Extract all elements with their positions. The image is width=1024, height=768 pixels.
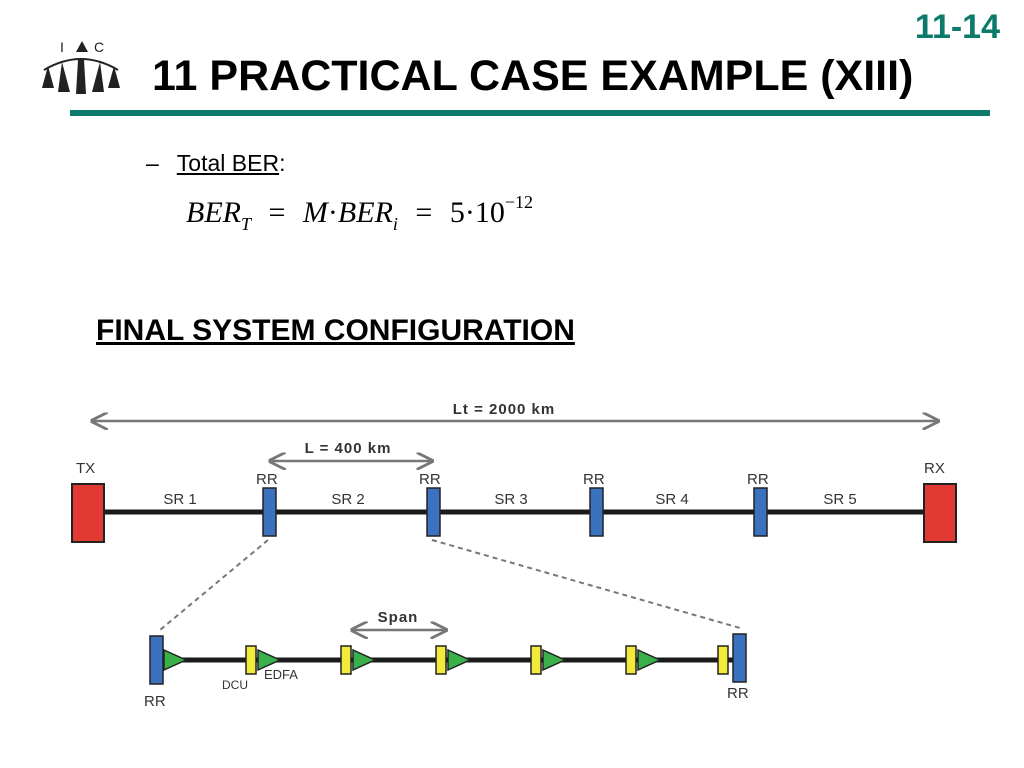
section-length-label: L = 400 km [305,440,392,457]
regenerator-label-3: RR [583,471,605,488]
regenerator-1 [262,487,277,537]
page-title: 11 PRACTICAL CASE EXAMPLE (XIII) [152,52,914,100]
formula-eq2: = [415,196,433,229]
formula-rhs: BER [337,196,393,229]
section-label-3: SR 3 [494,491,527,508]
edfa-amplifier-4 [542,648,567,672]
title-rule [70,110,990,116]
bullet-label: Total BER [176,150,280,176]
svg-text:I: I [60,39,64,55]
edfa-amplifier-1 [257,648,282,672]
detail-left-label: RR [144,693,166,710]
edfa-amplifier-0 [163,648,188,672]
span-label: Span [378,609,419,626]
formula-dot: · [327,196,338,229]
edfa-amplifier-5 [637,648,662,672]
formula-value: 5·10 [449,196,505,229]
section-label-4: SR 4 [655,491,688,508]
zoom-line-right [431,539,741,629]
formula-lhs: BER [186,196,241,229]
edfa-amplifier-2 [352,648,377,672]
zoom-line-left [159,539,269,631]
section-label-5: SR 5 [823,491,856,508]
edfa-label: EDFA [264,667,298,682]
detail-regenerator-left [149,635,164,685]
rx-label: RX [924,460,945,477]
svg-text:C: C [94,39,104,55]
rx-terminal [923,483,957,543]
iac-logo: I C [42,39,120,94]
total-length-label: Lt = 2000 km [453,401,555,418]
detail-regenerator-right [732,633,747,683]
formula-lhs-sub: T [240,214,251,234]
regenerator-3 [589,487,604,537]
formula-eq1: = [268,196,286,229]
system-configuration-diagram: Lt = 2000 km L = 400 km TX RX RR RR RR R… [71,401,957,710]
bullet-dash: – [146,150,159,176]
slide-number: 11-14 [914,8,1000,46]
section-label-1: SR 1 [163,491,196,508]
tx-label: TX [76,460,95,477]
regenerator-2 [426,487,441,537]
dcu-label: DCU [222,678,248,692]
dcu-6 [717,645,729,675]
ber-formula: BERT = M·BERi = 5·10−12 [186,192,533,235]
regenerator-label-2: RR [419,471,441,488]
formula-exponent: −12 [504,192,533,212]
detail-right-label: RR [727,685,749,702]
dcu-3 [435,645,447,675]
edfa-amplifier-3 [447,648,472,672]
bullet-total-ber: –Total BER: [146,150,285,177]
section-label-2: SR 2 [331,491,364,508]
tx-terminal [71,483,105,543]
regenerator-label-4: RR [747,471,769,488]
dcu-5 [625,645,637,675]
formula-m: M [302,196,328,229]
formula-rhs-sub: i [392,214,398,234]
dcu-2 [340,645,352,675]
bullet-suffix: : [279,150,286,176]
regenerator-label-1: RR [256,471,278,488]
section-heading: FINAL SYSTEM CONFIGURATION [96,314,575,347]
dcu-4 [530,645,542,675]
regenerator-4 [753,487,768,537]
dcu-1 [245,645,257,675]
